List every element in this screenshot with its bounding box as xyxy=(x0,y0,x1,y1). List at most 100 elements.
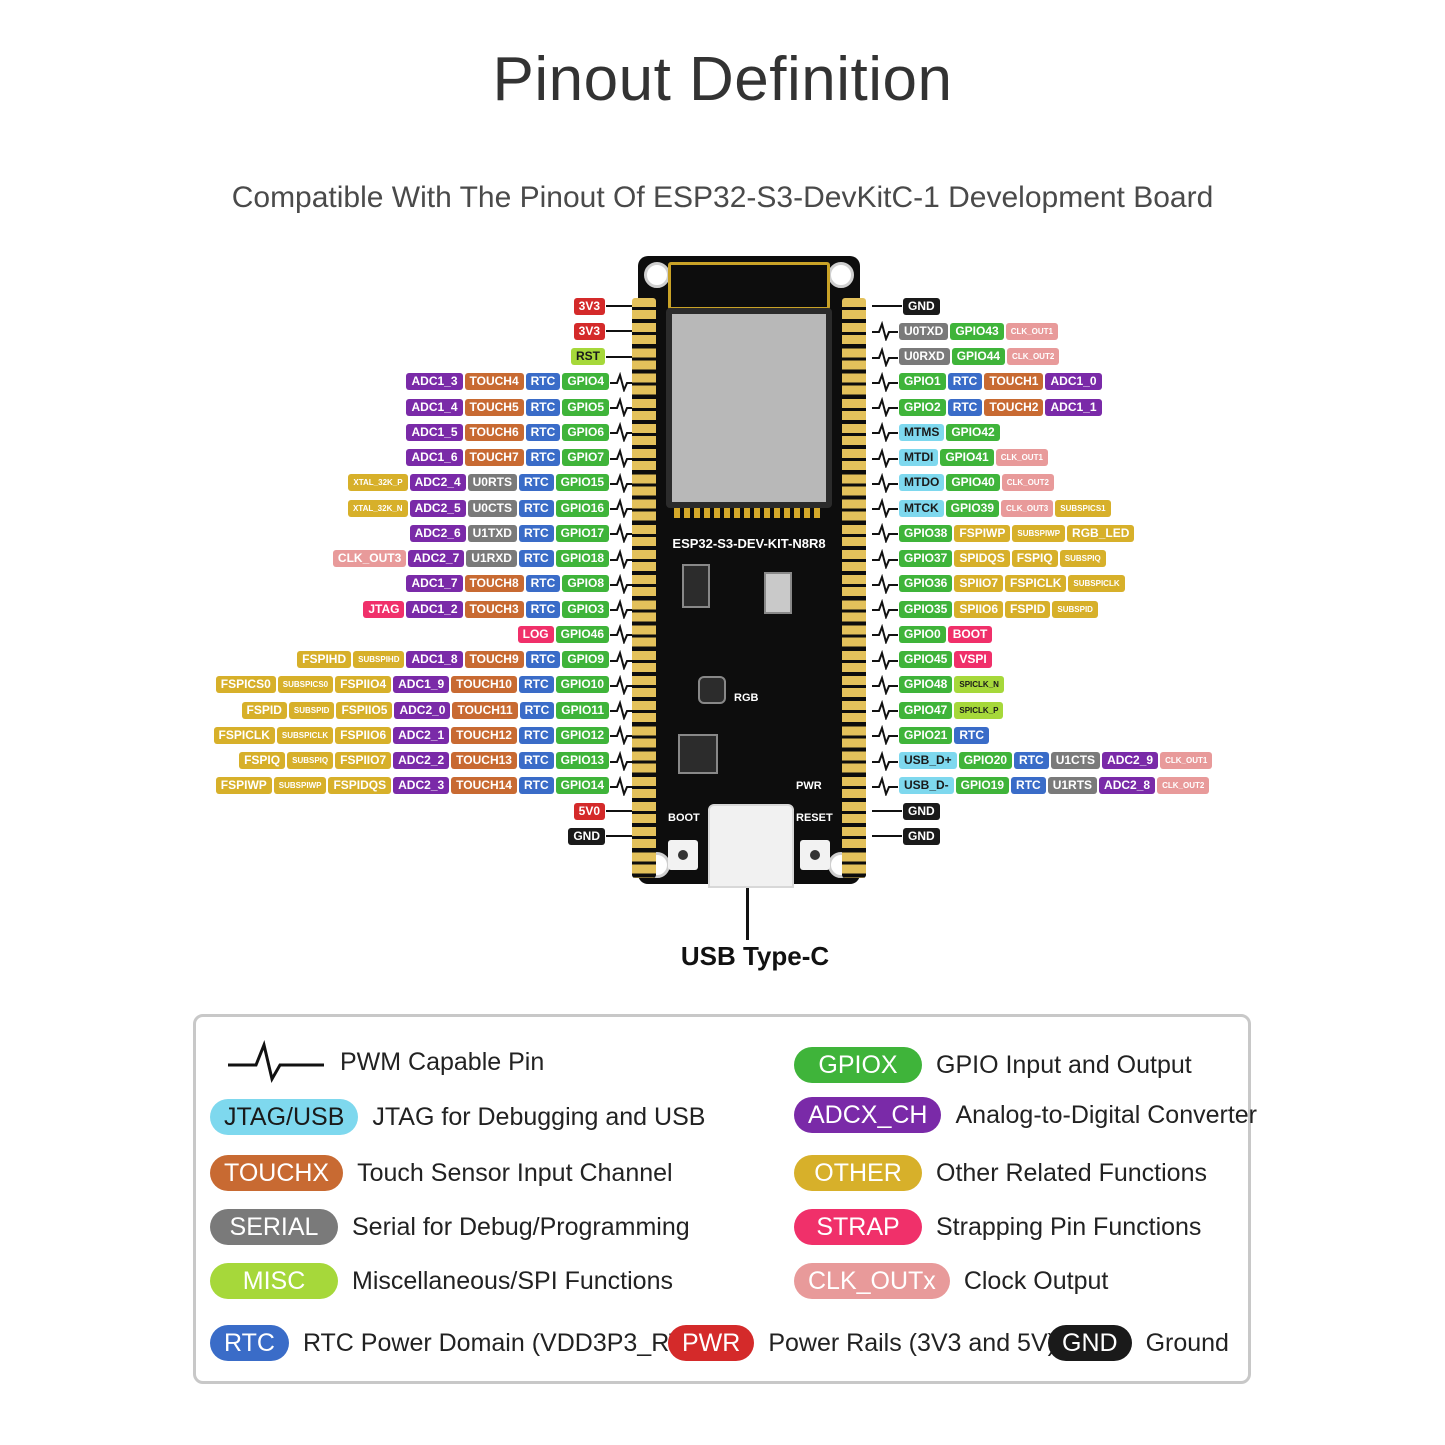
pwm-icon xyxy=(872,674,898,695)
pin-tag-jtag: USB_D+ xyxy=(899,752,957,769)
pin-tag-rtc: RTC xyxy=(525,600,561,618)
pin-tag-serial: U0TXD xyxy=(899,322,949,340)
legend-desc: Ground xyxy=(1145,1328,1229,1357)
pin-tag-adc: ADC1_8 xyxy=(406,651,463,668)
legend-desc: PWM Capable Pin xyxy=(340,1047,545,1076)
boot-label: BOOT xyxy=(668,812,700,824)
module-pads xyxy=(674,508,824,518)
rgb-led xyxy=(698,676,726,704)
pin-tag-rtc: RTC xyxy=(518,524,554,542)
pwm-icon xyxy=(872,599,898,619)
legend-badge: GND xyxy=(1048,1325,1132,1361)
legend-badge: CLK_OUTx xyxy=(794,1263,950,1299)
pin-tag-other: FSPID xyxy=(1005,600,1051,618)
pin-tag-touch: TOUCH4 xyxy=(464,373,524,391)
pin-tag-serial: U0RXD xyxy=(899,348,950,365)
pin-tag-gpio: GPIO43 xyxy=(950,322,1004,340)
wifi-module xyxy=(666,308,832,508)
pin-tag-adc: ADC2_6 xyxy=(409,524,466,542)
pwm-icon xyxy=(872,624,898,645)
page-subtitle: Compatible With The Pinout Of ESP32-S3-D… xyxy=(231,181,1214,214)
pin-tag-gpio: GPIO46 xyxy=(555,625,609,643)
pwm-icon xyxy=(610,725,636,746)
legend-desc: Analog-to-Digital Converter xyxy=(955,1100,1258,1129)
pwm-icon xyxy=(872,321,898,342)
legend-desc: JTAG for Debugging and USB xyxy=(372,1102,706,1131)
pin-tag-adc: ADC2_5 xyxy=(409,499,466,517)
pwm-icon xyxy=(610,700,636,720)
pin-tag-gpio: GPIO48 xyxy=(899,676,953,694)
pin-tag-touch: TOUCH10 xyxy=(451,676,517,694)
pin-tag-adc: ADC1_1 xyxy=(1045,398,1102,416)
pin-tag-rtc: RTC xyxy=(525,575,561,593)
pin-tag-adc: ADC2_7 xyxy=(408,550,465,567)
legend-desc: Miscellaneous/SPI Functions xyxy=(352,1266,673,1295)
pin-tag-gpio: GPIO11 xyxy=(556,701,609,719)
legend-desc: Strapping Pin Functions xyxy=(936,1212,1202,1241)
reset-button xyxy=(800,840,830,870)
pin-tag-gpio: GPIO37 xyxy=(899,550,953,567)
pin-tag-jtag: MTDO xyxy=(899,474,945,492)
pin-tag-misc: SPICLK_P xyxy=(954,701,1004,719)
pwm-icon xyxy=(872,472,898,493)
pwm-icon xyxy=(610,371,636,392)
pin-tag-other: XTAL_32K_P xyxy=(348,474,408,492)
pin-tag-rtc: RTC xyxy=(525,373,561,391)
usb-type-c-label: USB Type-C xyxy=(680,941,830,971)
pin-tag-serial: U1RXD xyxy=(466,550,517,567)
pwm-icon xyxy=(872,397,898,417)
pin-tag-other: SUBSPIQ xyxy=(287,752,334,769)
pin-tag-gpio: GPIO6 xyxy=(562,423,609,441)
pwm-icon xyxy=(610,750,636,771)
pin-tag-gpio: GPIO7 xyxy=(562,449,609,466)
pin-tag-clk: CLK_OUT1 xyxy=(1160,752,1213,769)
pin-tag-gpio: GPIO5 xyxy=(562,398,609,416)
pin-tag-other: FSPIIO7 xyxy=(335,752,392,769)
pin-tag-other: SUBSPICS1 xyxy=(1055,499,1111,517)
pin-tag-gpio: GPIO39 xyxy=(945,499,1000,517)
pin-tag-other: SUBSPID xyxy=(288,701,335,719)
right-pin-row: GND xyxy=(872,801,941,821)
pin-tag-touch: TOUCH9 xyxy=(464,651,524,668)
pin-tag-adc: ADC1_7 xyxy=(406,575,463,593)
pin-tag-misc: SPICLK_N xyxy=(954,676,1004,694)
pin-tag-gpio: GPIO13 xyxy=(555,752,609,769)
pwm-icon xyxy=(610,624,636,645)
pin-connector xyxy=(606,810,636,812)
pin-tag-clk: CLK_OUT3 xyxy=(332,550,407,567)
pin-tag-gpio: GPIO21 xyxy=(899,726,953,744)
pin-tag-other: FSPIIO6 xyxy=(335,726,392,744)
pin-tag-adc: ADC2_0 xyxy=(394,701,451,719)
pin-tag-touch: TOUCH7 xyxy=(464,449,524,466)
usb-c-port xyxy=(708,804,794,888)
pin-tag-other: RGB_LED xyxy=(1067,524,1135,542)
pin-tag-clk: CLK_OUT2 xyxy=(1007,348,1060,365)
pin-tag-clk: CLK_OUT1 xyxy=(995,449,1048,466)
pin-tag-touch: TOUCH13 xyxy=(451,752,517,769)
pin-tag-gpio: GPIO40 xyxy=(946,474,1000,492)
pin-tag-gpio: GPIO17 xyxy=(555,524,609,542)
pin-tag-rtc: RTC xyxy=(518,777,554,795)
page-title: Pinout Definition xyxy=(492,45,953,114)
pwm-icon xyxy=(610,447,636,468)
right-pin-row: GND xyxy=(872,296,941,316)
pwr-label: PWR xyxy=(796,780,822,792)
pin-tag-rtc: RTC xyxy=(519,701,555,719)
pwm-icon xyxy=(610,472,636,493)
pin-tag-serial: U1RTS xyxy=(1047,777,1098,795)
left-pin-row: GND xyxy=(567,826,636,846)
pwm-wave-icon xyxy=(228,1040,324,1084)
pin-tag-touch: TOUCH2 xyxy=(984,398,1044,416)
